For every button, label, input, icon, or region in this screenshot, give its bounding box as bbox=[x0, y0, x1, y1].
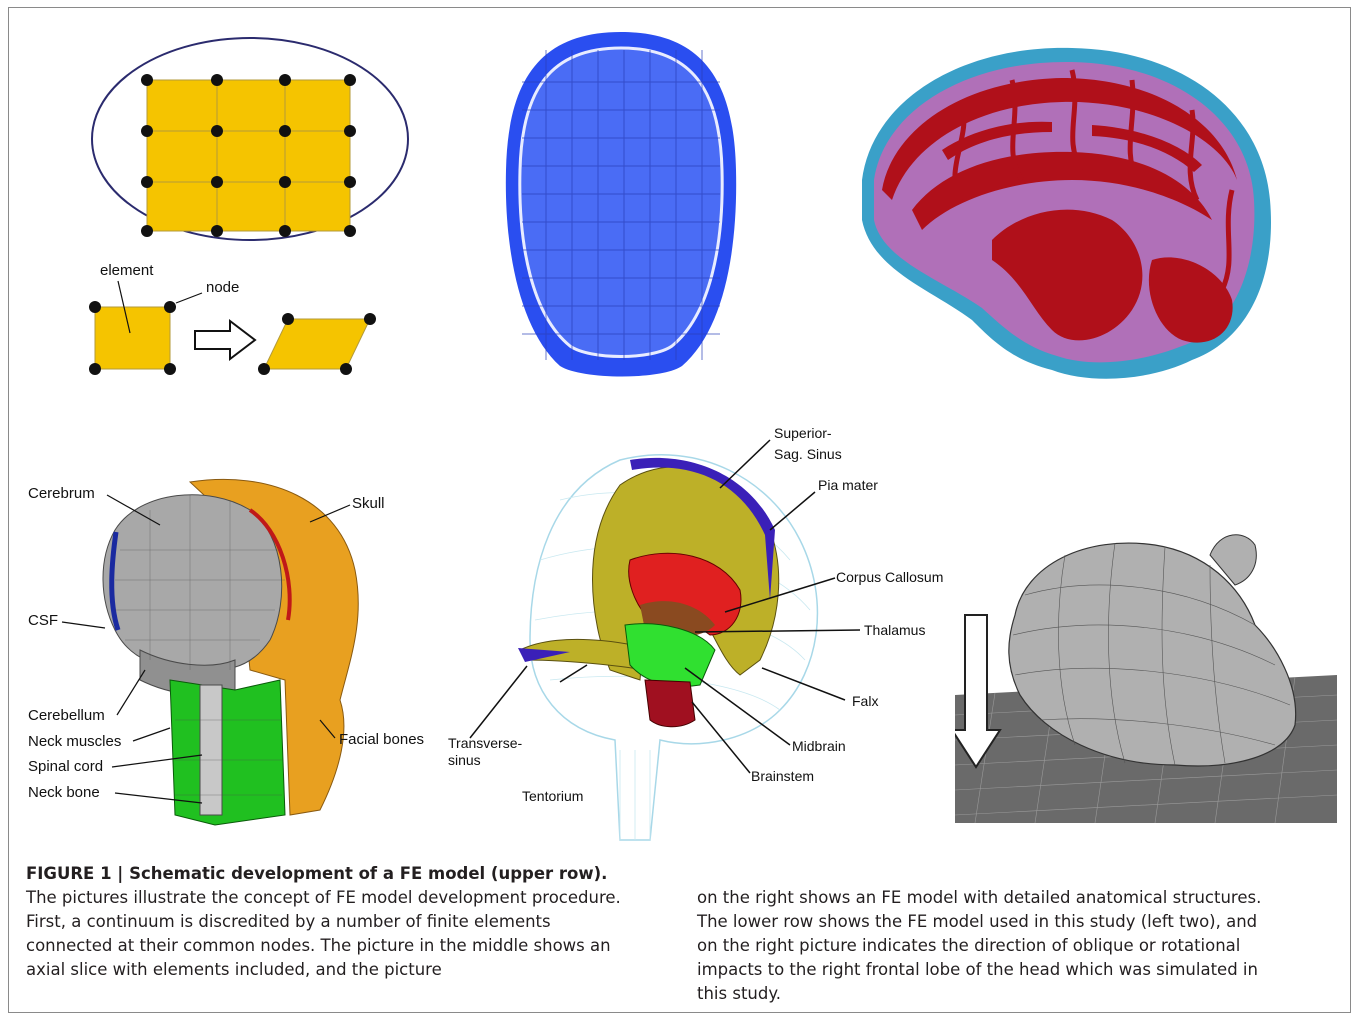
brain-anatomy-drawing bbox=[852, 40, 1292, 390]
tentorium-label: Tentorium bbox=[522, 789, 583, 803]
brain-model-panel: Superior- Sag. Sinus Pia mater Corpus Ca… bbox=[440, 420, 940, 850]
axial-slice-drawing bbox=[502, 30, 740, 382]
head-model-panel: Cerebrum Skull CSF Cerebellum Neck muscl… bbox=[20, 470, 440, 840]
neck-muscles-label: Neck muscles bbox=[28, 734, 121, 749]
pia-mater-label: Pia mater bbox=[818, 478, 878, 492]
cerebrum-label: Cerebrum bbox=[28, 486, 95, 501]
mesh-concept-panel: element node bbox=[80, 35, 410, 380]
transverse-sinus-label-line2: sinus bbox=[448, 753, 481, 767]
mesh-concept-drawing bbox=[80, 35, 410, 380]
caption-column-right: on the right shows an FE model with deta… bbox=[697, 886, 1282, 1006]
transverse-sinus-label-line1: Transverse- bbox=[448, 736, 522, 750]
superior-sinus-label-line2: Sag. Sinus bbox=[774, 447, 842, 461]
facial-bones-label: Facial bones bbox=[339, 732, 424, 747]
caption-text-right: on the right shows an FE model with deta… bbox=[697, 886, 1282, 1006]
axial-slice-panel bbox=[502, 30, 740, 382]
midbrain-label: Midbrain bbox=[792, 739, 846, 753]
spinal-cord-label: Spinal cord bbox=[28, 759, 103, 774]
brainstem-label: Brainstem bbox=[751, 769, 814, 783]
impact-model-panel bbox=[955, 525, 1337, 825]
neck-bone-label: Neck bone bbox=[28, 785, 100, 800]
superior-sinus-label-line1: Superior- bbox=[774, 426, 832, 440]
skull-label: Skull bbox=[352, 496, 385, 511]
corpus-callosum-label: Corpus Callosum bbox=[836, 570, 943, 584]
element-label: element bbox=[100, 263, 153, 278]
node-label: node bbox=[206, 280, 239, 295]
brain-anatomy-panel bbox=[852, 40, 1292, 390]
cerebellum-label: Cerebellum bbox=[28, 708, 105, 723]
caption-column-left: FIGURE 1 | Schematic development of a FE… bbox=[26, 862, 626, 982]
csf-label: CSF bbox=[28, 613, 58, 628]
impact-model-drawing bbox=[955, 525, 1337, 825]
thalamus-label: Thalamus bbox=[864, 623, 925, 637]
falx-label: Falx bbox=[852, 694, 878, 708]
figure-title: FIGURE 1 | Schematic development of a FE… bbox=[26, 862, 626, 886]
caption-text-left: The pictures illustrate the concept of F… bbox=[26, 886, 626, 982]
